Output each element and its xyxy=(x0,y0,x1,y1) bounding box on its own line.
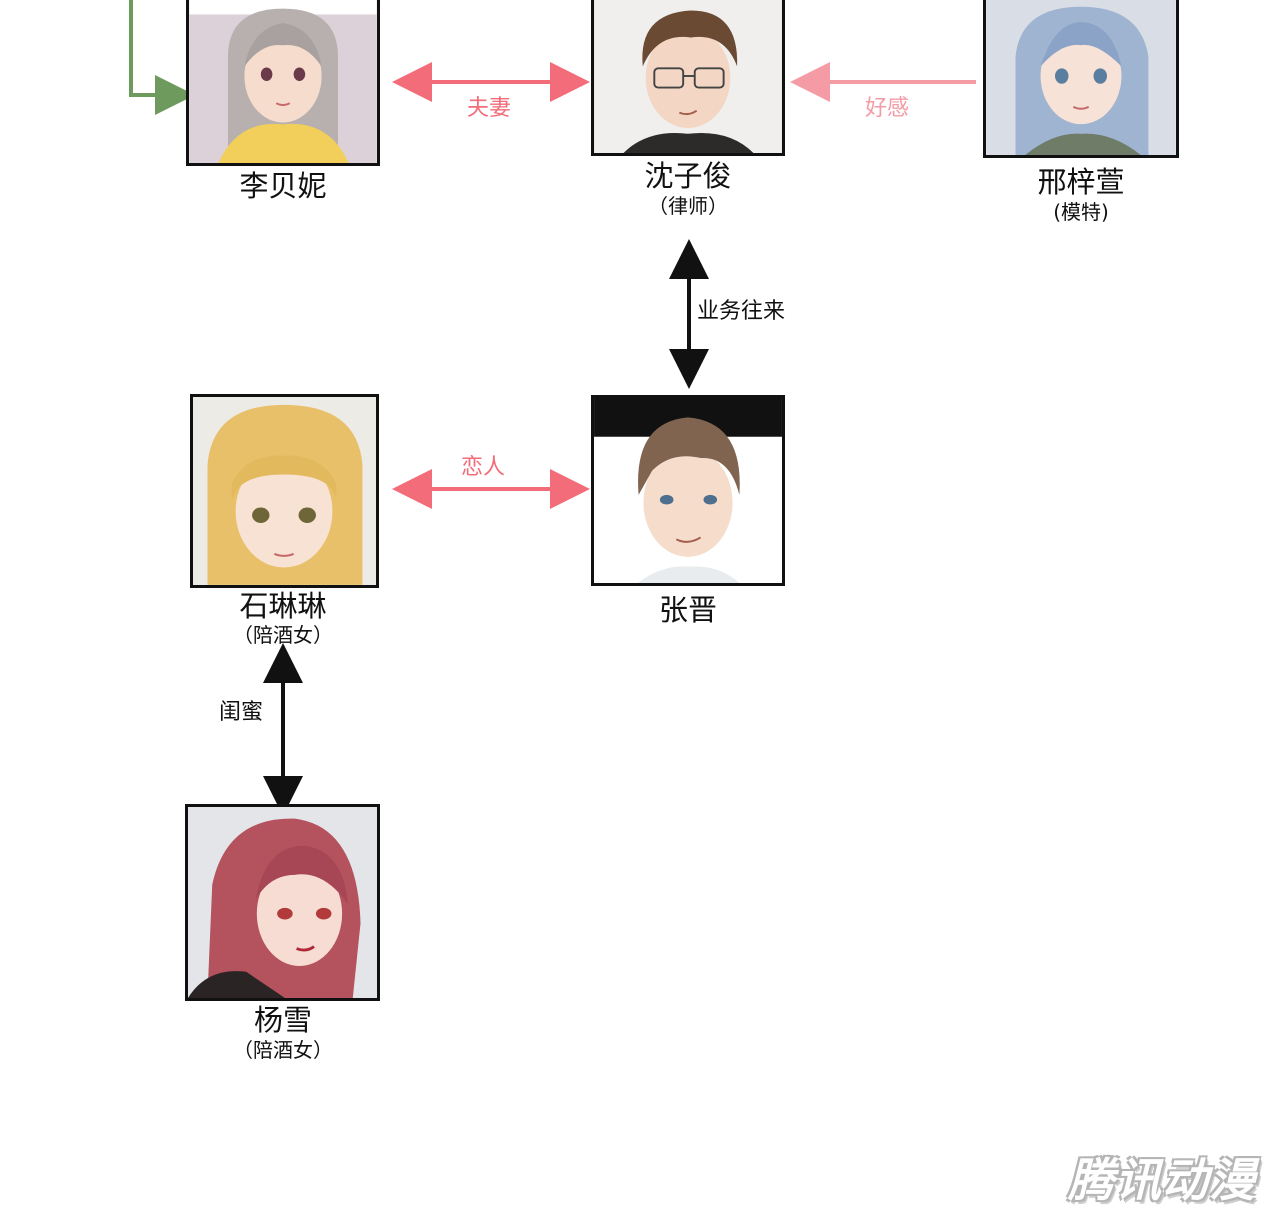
role-shi-linlin: （陪酒女） xyxy=(233,623,333,647)
role-shen-zijun: （律师） xyxy=(648,194,728,218)
name-shen-zijun: 沈子俊 xyxy=(644,159,732,193)
watermark-logo: 腾讯动漫 xyxy=(1068,1153,1256,1207)
role-yang-xue: （陪酒女） xyxy=(233,1038,333,1062)
incoming-connector xyxy=(129,0,195,115)
label-shi-yang: 闺蜜 xyxy=(219,700,264,725)
label-li-shen: 夫妻 xyxy=(467,96,512,121)
name-li-beini: 李贝妮 xyxy=(239,169,327,203)
portrait-li-beini xyxy=(186,0,380,166)
name-shi-linlin: 石琳琳 xyxy=(239,589,327,623)
name-zhang-jin: 张晋 xyxy=(658,593,717,627)
portrait-shi-linlin xyxy=(190,394,379,588)
portrait-yang-xue xyxy=(185,804,380,1001)
name-yang-xue: 杨雪 xyxy=(253,1003,312,1037)
label-shi-zhang: 恋人 xyxy=(461,455,506,480)
portrait-shen-zijun xyxy=(591,0,785,156)
portrait-zhang-jin xyxy=(591,395,785,586)
name-xing-zixuan: 邢梓萱 xyxy=(1037,165,1125,199)
label-shen-zhang: 业务往来 xyxy=(697,299,786,324)
portrait-xing-zixuan xyxy=(983,0,1179,158)
role-xing-zixuan: (模特) xyxy=(1053,200,1109,224)
label-xing-shen: 好感 xyxy=(865,96,910,121)
